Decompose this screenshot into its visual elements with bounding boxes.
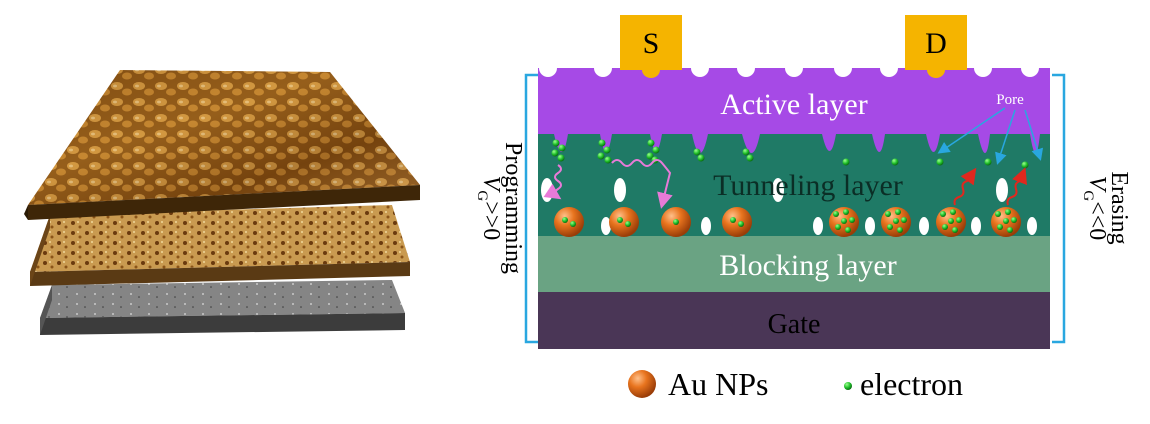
active-layer-label: Active layer <box>720 88 867 121</box>
active-film-slab <box>24 70 420 220</box>
programming-bracket <box>524 73 538 344</box>
svg-text:Programming: Programming <box>500 142 526 274</box>
gate-label: Gate <box>768 309 821 340</box>
electron-legend-icon <box>844 382 852 390</box>
erasing-bracket <box>1052 73 1066 344</box>
tunneling-film-slab <box>30 205 410 286</box>
legend: Au NPs electron <box>628 366 963 402</box>
electron-legend-label: electron <box>860 366 963 402</box>
erasing-text: Erasing <box>1106 171 1132 244</box>
source-label: S <box>643 27 660 60</box>
programming-text: Programming <box>500 142 526 274</box>
layer-stack-illustration <box>24 70 420 335</box>
programming-condition: VG>>0 <box>474 176 504 241</box>
device-cross-section: S D <box>474 15 1132 349</box>
drain-electrode: D <box>905 15 967 78</box>
tunneling-layer-label: Tunneling layer <box>713 169 903 202</box>
gate-layer <box>538 292 1050 349</box>
svg-text:VG<<0: VG<<0 <box>1080 176 1110 241</box>
erasing-arrows <box>953 167 1027 206</box>
erasing-side-label: Erasing <box>1106 171 1132 244</box>
svg-text:Erasing: Erasing <box>1106 171 1132 244</box>
svg-text:VG>>0: VG>>0 <box>474 176 504 241</box>
pore-label: Pore <box>996 92 1024 108</box>
erasing-cond-rel: <<0 <box>1084 201 1110 240</box>
programming-arrows <box>543 159 673 209</box>
blocking-layer-label: Blocking layer <box>719 249 896 282</box>
erasing-condition: VG<<0 <box>1080 176 1110 241</box>
substrate-slab <box>40 280 405 335</box>
pore-callout-arrows <box>937 107 1044 165</box>
programming-cond-sub: G <box>474 190 490 201</box>
blocking-layer <box>538 236 1050 292</box>
programming-cond-v: V <box>478 176 504 193</box>
erasing-cond-v: V <box>1084 176 1110 193</box>
surface-pores <box>539 59 1039 77</box>
trapped-electrons <box>562 209 1017 233</box>
programming-cond-rel: >>0 <box>478 201 504 240</box>
au-np-legend-icon <box>628 370 656 398</box>
programming-side-label: Programming <box>500 142 526 274</box>
source-electrode: S <box>620 15 682 78</box>
au-np-legend-label: Au NPs <box>668 366 768 402</box>
erasing-cond-sub: G <box>1080 190 1096 201</box>
electron-clusters-pores <box>551 139 1029 169</box>
drain-label: D <box>925 27 947 60</box>
active-layer <box>538 68 1050 153</box>
